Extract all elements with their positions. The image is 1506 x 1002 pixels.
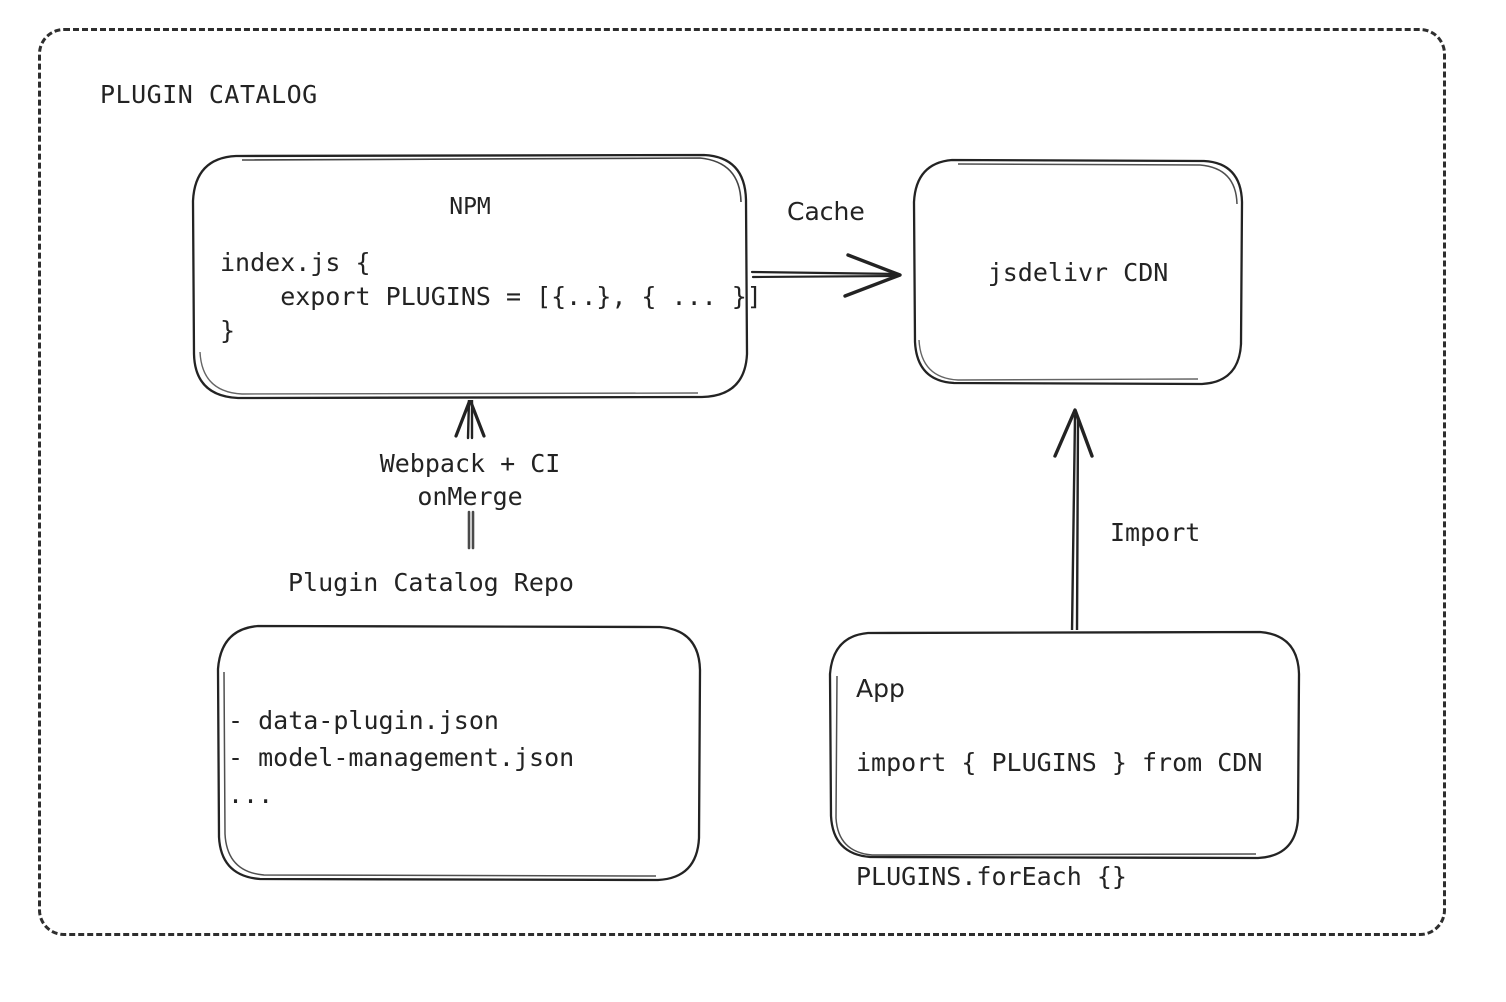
node-npm[interactable]: NPM index.js { export PLUGINS = [{..}, {… <box>191 153 762 400</box>
edge-label-import: Import <box>1110 518 1201 547</box>
node-cdn-content: jsdelivr CDN <box>912 158 1244 386</box>
node-app-code: import { PLUGINS } from CDN PLUGINS.forE… <box>856 748 1263 891</box>
node-app-title: App <box>856 674 905 703</box>
node-npm-content: NPM index.js { export PLUGINS = [{..}, {… <box>192 154 762 400</box>
node-cdn-title: jsdelivr CDN <box>987 257 1169 287</box>
node-npm-code: index.js { export PLUGINS = [{..}, { ...… <box>220 248 762 345</box>
node-repo-caption: Plugin Catalog Repo <box>288 568 574 597</box>
node-cdn[interactable]: jsdelivr CDN <box>912 158 1244 386</box>
node-repo-content: - data-plugin.json - model-management.js… <box>216 624 702 884</box>
node-app[interactable]: App import { PLUGINS } from CDN PLUGINS.… <box>828 630 1302 891</box>
node-cdn-outline <box>912 158 1244 386</box>
node-app-outline <box>828 630 1302 860</box>
node-npm-outline <box>191 153 749 400</box>
edge-label-cache: Cache <box>787 197 865 226</box>
edge-label-build: Webpack + CI onMerge <box>379 449 561 511</box>
node-app-content: App import { PLUGINS } from CDN PLUGINS.… <box>828 630 1302 891</box>
node-repo-file-list: - data-plugin.json - model-management.js… <box>228 706 575 809</box>
node-repo-outline <box>216 624 702 884</box>
node-npm-title: NPM <box>449 194 491 220</box>
node-repo[interactable]: - data-plugin.json - model-management.js… <box>216 624 702 884</box>
plugin-catalog-frame <box>38 28 1446 936</box>
frame-title: PLUGIN CATALOG <box>100 80 318 109</box>
